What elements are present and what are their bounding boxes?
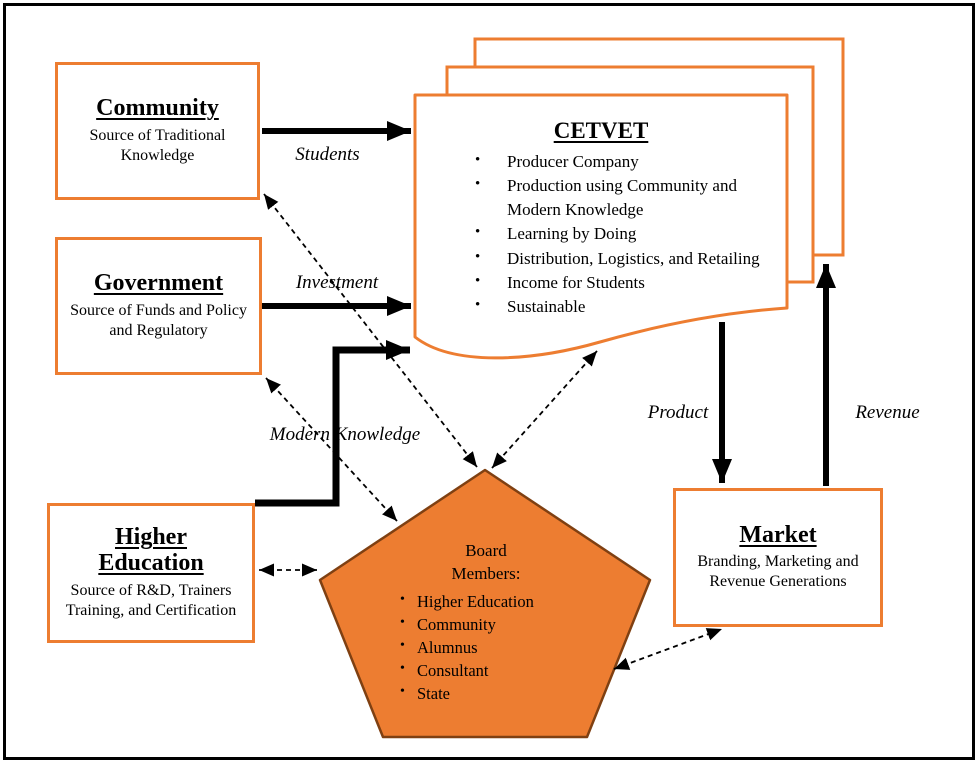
government-title: Government [93, 270, 224, 297]
bullet-icon: • [475, 272, 481, 289]
cetvet-bullet-item: • Learning by Doing [415, 222, 787, 246]
government-box: Government Source of Funds and Policy an… [55, 237, 262, 375]
market-title: Market [739, 521, 817, 548]
cetvet-bullet-text: Distribution, Logistics, and Retailing [507, 248, 760, 268]
bullet-icon: • [400, 684, 405, 700]
investment-label: Investment [295, 272, 379, 293]
government-body: Source of Funds and Policy and Regulator… [70, 301, 247, 339]
board-bullet-item: • Alumnus [380, 636, 592, 659]
board-bullet-list: • Higher Education • Community • Alumnus • C… [380, 590, 592, 705]
higher-education-title: Higher Education [98, 524, 204, 576]
bullet-icon: • [475, 296, 481, 313]
cetvet-bullet-item: • Sustainable [415, 295, 787, 319]
board-pentagon [318, 468, 652, 739]
board-members-panel: Board Members: • Higher Education • Commun… [380, 540, 592, 705]
bullet-icon: • [400, 591, 405, 607]
bullet-icon: • [475, 248, 481, 265]
cetvet-document: CETVET • Producer Company • Production usi… [415, 118, 787, 319]
board-bullet-item: • Community [380, 613, 592, 636]
cetvet-bullet-text: Sustainable [507, 296, 586, 316]
market-board-link [613, 628, 723, 670]
board-title: Board Members: [451, 541, 521, 583]
higher-education-box: Higher Education Source of R&D, Trainers… [47, 503, 255, 643]
cetvet-board-link [491, 350, 598, 469]
higher-education-body: Source of R&D, Trainers Training, and Ce… [65, 581, 237, 619]
cetvet-bullet-item: • Producer Company [415, 150, 787, 174]
board-bullet-text: Higher Education [417, 591, 534, 611]
cetvet-bullet-text: Producer Company [507, 152, 639, 171]
cetvet-bullet-item: • Income for Students [415, 271, 787, 295]
market-box: Market Branding, Marketing and Revenue G… [673, 488, 883, 627]
board-bullet-text: Community [417, 614, 496, 634]
community-board-link [263, 193, 478, 468]
board-bullet-text: Alumnus [417, 638, 478, 658]
bullet-icon: • [475, 176, 481, 193]
cetvet-bullet-item: • Distribution, Logistics, and Retailing [415, 247, 787, 271]
revenue-label: Revenue [855, 402, 920, 423]
cetvet-bullet-text: Production using Community and Modern Kn… [507, 176, 737, 220]
board-bullet-item: • State [380, 682, 592, 705]
market-body: Branding, Marketing and Revenue Generati… [697, 553, 859, 591]
bullet-icon: • [400, 638, 405, 654]
board-bullet-item: • Higher Education [380, 590, 592, 613]
board-bullet-text: Consultant [417, 661, 489, 681]
cetvet-bullet-list: • Producer Company • Production using Comm… [415, 150, 787, 319]
bullet-icon: • [475, 152, 481, 168]
cetvet-title: CETVET [553, 118, 649, 143]
bullet-icon: • [400, 661, 405, 677]
cetvet-bullet-item: • Production using Community and Modern K… [415, 174, 787, 222]
cetvet-bullet-text: Learning by Doing [507, 224, 637, 244]
bullet-icon: • [475, 224, 481, 241]
modern-knowledge-label: Modern Knowledge [269, 424, 421, 445]
students-label: Students [295, 144, 360, 165]
bullet-icon: • [400, 614, 405, 630]
board-bullet-item: • Consultant [380, 659, 592, 682]
community-box: Community Source of Traditional Knowledg… [55, 62, 260, 200]
cetvet-bullet-text: Income for Students [507, 272, 645, 292]
board-bullet-text: State [417, 684, 450, 704]
product-label: Product [647, 402, 709, 423]
community-title: Community [96, 95, 219, 122]
community-body: Source of Traditional Knowledge [89, 126, 226, 164]
